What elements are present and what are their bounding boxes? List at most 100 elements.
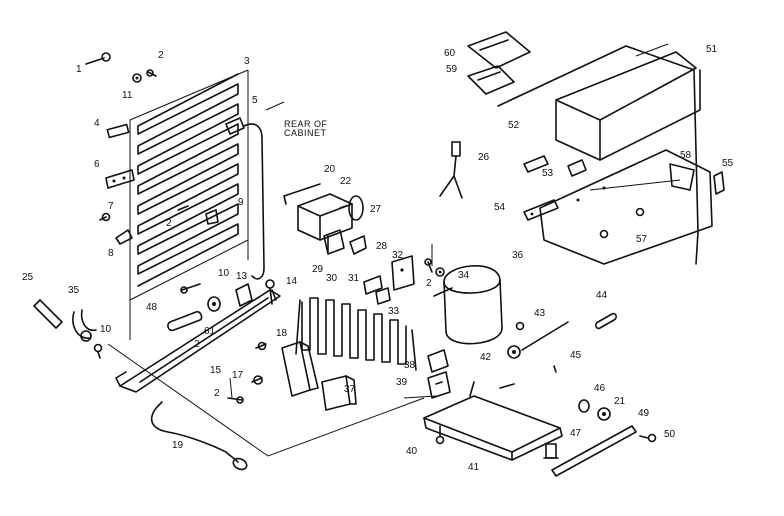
grommet-34	[435, 267, 445, 277]
screw-57a	[635, 207, 645, 217]
label-25: 25	[22, 272, 34, 283]
label-58: 58	[680, 150, 692, 161]
label-7: 7	[108, 201, 114, 212]
base-pan-15	[115, 289, 281, 393]
rail-49	[551, 425, 637, 477]
label-45: 45	[570, 350, 582, 361]
compressor-36	[433, 265, 503, 345]
washer-46	[578, 399, 590, 413]
plate-32	[391, 255, 415, 291]
screw-57b	[599, 229, 609, 239]
relay-29	[323, 229, 345, 255]
tube-48	[167, 310, 203, 332]
label-2-mid: 2	[166, 218, 172, 229]
part-labels: 1 2 11 3 4 5 6 7 8 9 2 10 13 14 25 35 10…	[22, 44, 734, 473]
bracket-37	[321, 375, 357, 411]
label-36: 36	[512, 250, 524, 261]
clamp-35	[72, 309, 97, 342]
screw-40	[435, 425, 445, 445]
fan-27	[339, 195, 364, 221]
bracket-20	[283, 183, 321, 205]
screw-2-right	[424, 258, 433, 273]
label-2-lower: 2	[214, 388, 220, 399]
base-frame-41	[423, 381, 563, 461]
label-15: 15	[210, 365, 222, 376]
condenser-coil	[129, 69, 249, 340]
label-61: 61	[204, 326, 216, 337]
grommet-42	[507, 345, 521, 359]
label-46: 46	[594, 383, 606, 394]
power-cord-19	[150, 401, 248, 471]
rear-cabinet-tube	[243, 101, 285, 280]
label-55: 55	[722, 158, 734, 169]
screw-50	[639, 433, 657, 443]
label-51: 51	[706, 44, 718, 55]
tube-44	[595, 312, 617, 330]
label-38: 38	[404, 360, 416, 371]
label-49: 49	[638, 408, 650, 419]
leader-lines	[107, 179, 681, 457]
label-28: 28	[376, 241, 388, 252]
clip-55	[713, 171, 725, 195]
label-30: 30	[326, 273, 338, 284]
label-17: 17	[232, 370, 244, 381]
label-27: 27	[370, 204, 382, 215]
label-37: 37	[344, 384, 356, 395]
label-2: 2	[158, 50, 164, 61]
label-3: 3	[244, 56, 250, 67]
strip-52	[523, 155, 549, 173]
strip-54	[523, 199, 559, 221]
bracket-6	[105, 169, 135, 189]
grommet-21	[597, 407, 611, 421]
screw-2-lower	[227, 396, 244, 404]
screw-1	[85, 52, 111, 65]
tubing-30	[295, 297, 417, 371]
screw-7	[99, 212, 111, 222]
label-50: 50	[664, 429, 676, 440]
label-20: 20	[324, 164, 336, 175]
clip-28	[349, 235, 367, 255]
clip-5	[225, 117, 245, 135]
label-4: 4	[94, 118, 100, 129]
note-rear-line-2: CABINET	[284, 128, 327, 138]
grommet-61	[207, 296, 221, 312]
label-60: 60	[444, 48, 456, 59]
screw-2-top	[146, 69, 157, 77]
label-54: 54	[494, 202, 506, 213]
housing-51	[497, 43, 701, 265]
label-10-upper: 10	[218, 268, 230, 279]
label-39: 39	[396, 377, 408, 388]
label-21: 21	[614, 396, 626, 407]
label-57: 57	[636, 234, 648, 245]
label-43: 43	[534, 308, 546, 319]
grommet-8	[115, 229, 133, 245]
clip-60	[467, 31, 531, 69]
label-2-right: 2	[426, 278, 432, 289]
label-42: 42	[480, 352, 492, 363]
label-19: 19	[172, 440, 184, 451]
label-31: 31	[348, 273, 360, 284]
filter-25	[33, 299, 63, 329]
bracket-box	[281, 341, 319, 397]
screw-18	[255, 341, 267, 351]
label-2-base: 2	[194, 339, 200, 350]
clip-33	[375, 287, 391, 305]
label-9: 9	[238, 197, 244, 208]
overload-39	[427, 371, 451, 399]
label-33: 33	[388, 306, 400, 317]
label-11: 11	[122, 90, 133, 101]
label-44: 44	[596, 290, 608, 301]
label-18: 18	[276, 328, 288, 339]
block-13	[235, 283, 253, 307]
label-10-lower: 10	[100, 324, 112, 335]
label-41: 41	[468, 462, 480, 473]
foot-47	[543, 443, 559, 459]
capacitor-26	[439, 141, 463, 199]
label-1: 1	[76, 64, 82, 75]
control-box-22	[297, 193, 353, 241]
label-29: 29	[312, 264, 324, 275]
screw-10-lower	[93, 343, 103, 359]
screw-17	[251, 375, 263, 385]
label-26: 26	[478, 152, 490, 163]
